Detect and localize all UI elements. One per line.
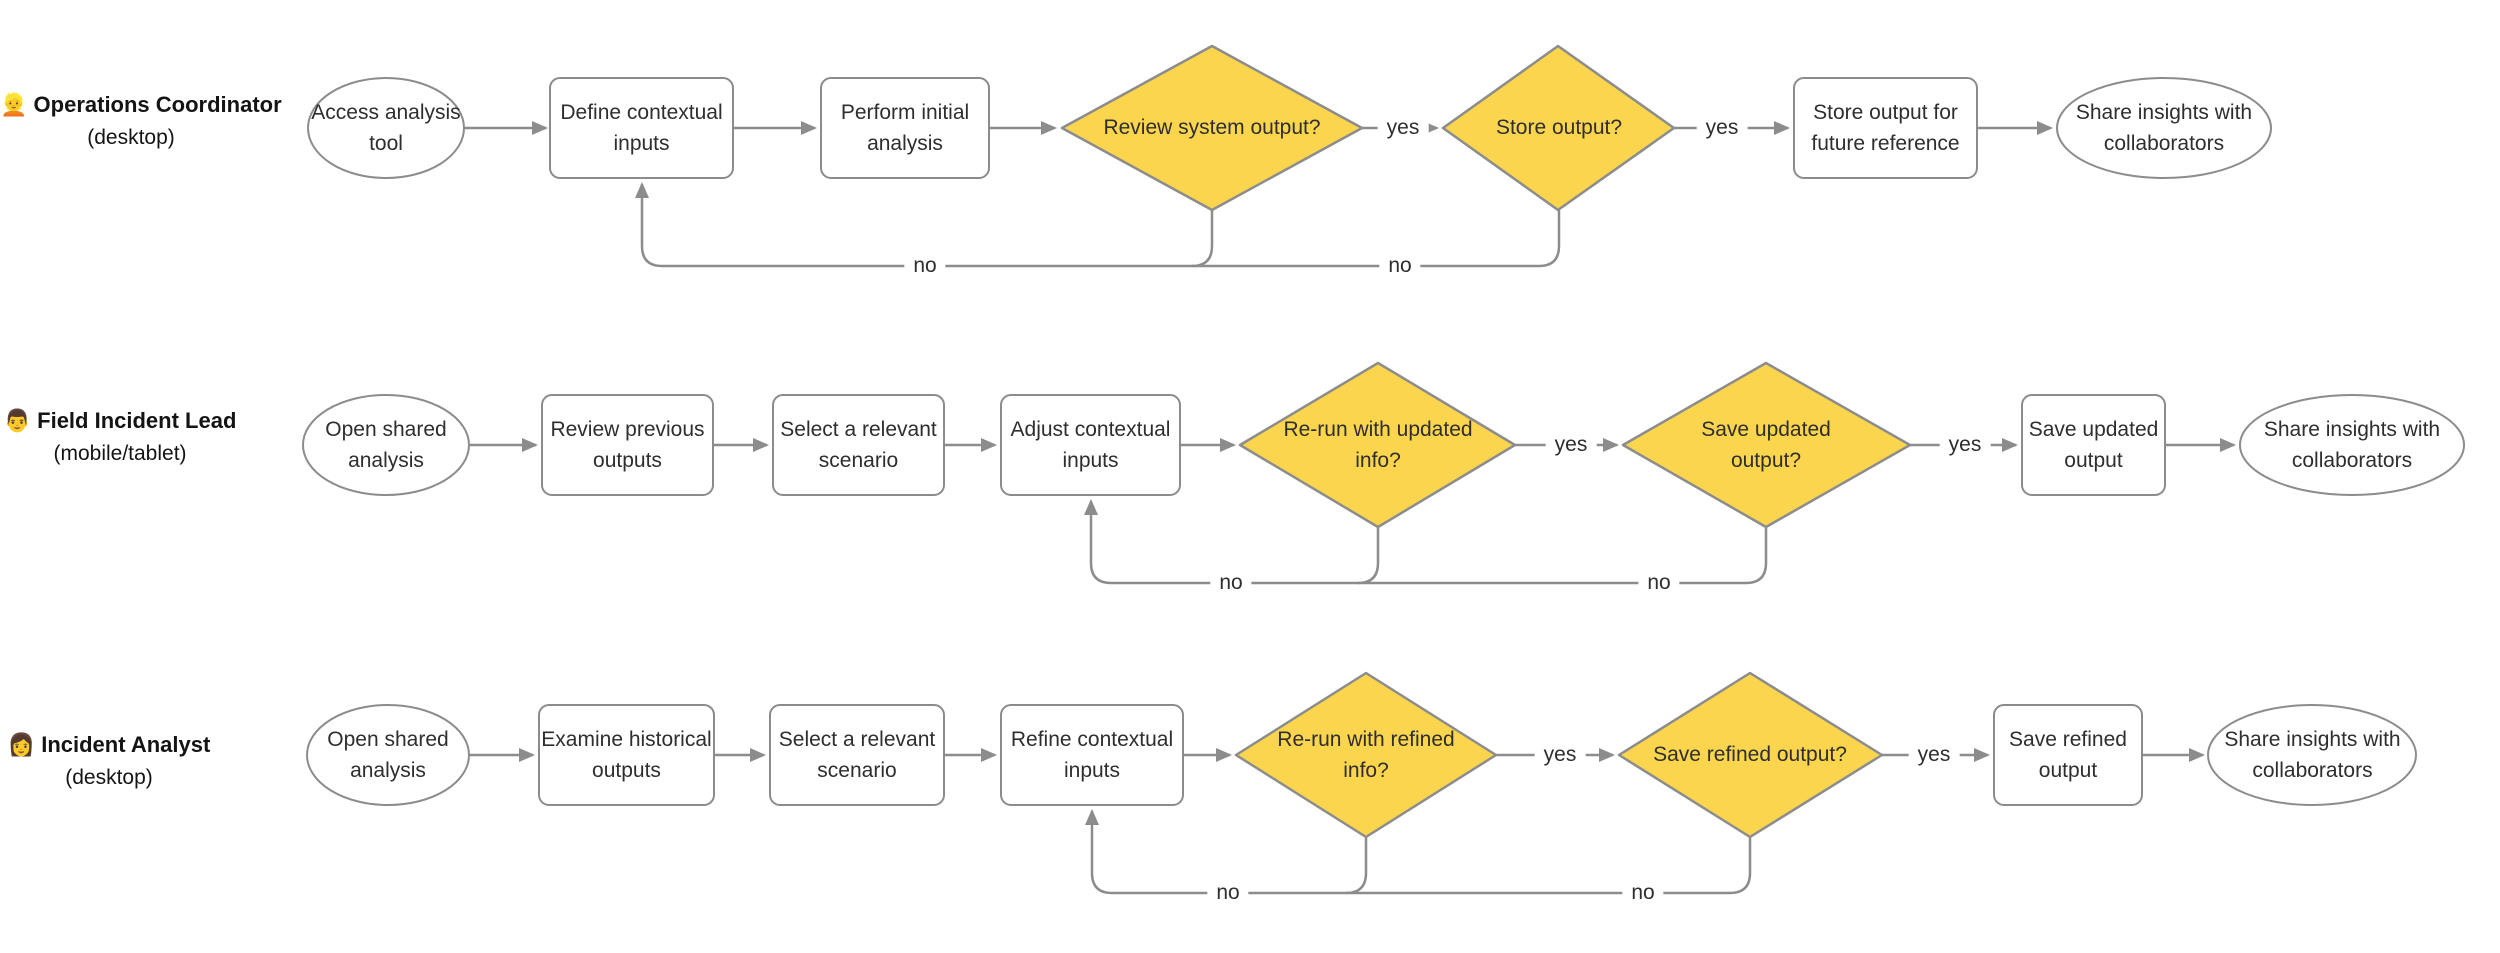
- lane1-review-output-label: Review system output?: [1103, 116, 1321, 140]
- lane1-start-label: Access analysis tool: [311, 100, 461, 156]
- lane3-no1-label: no: [1207, 880, 1249, 906]
- lane2-adjust-inputs-rect: [1000, 394, 1181, 496]
- lane1-yes1-label: yes: [1377, 115, 1429, 141]
- lane3-select-scenario-label: Select a relevant scenario: [778, 727, 936, 783]
- lane3-examine-outputs-rect: [538, 704, 715, 806]
- lane2-save-rect: [2021, 394, 2166, 496]
- lane1-define-inputs-rect: [549, 77, 734, 179]
- lane3-examine-outputs-label: Examine historical outputs: [541, 727, 712, 783]
- lane1-review-output-diamond: [1060, 44, 1364, 212]
- lane1-actor-emoji: 👱: [0, 92, 28, 117]
- lane3-actor-emoji: 👩: [7, 732, 36, 757]
- lane3-actor: 👩 Incident Analyst (desktop): [0, 728, 218, 795]
- lane2-actor-name-text: Field Incident Lead: [37, 408, 237, 433]
- lane2-save-q-label: Save updated output?: [1701, 417, 1831, 473]
- edge-no-loop: [1085, 809, 1752, 895]
- lane1-share-ellipse: [2056, 77, 2272, 179]
- lane1-shapes: [307, 44, 2272, 212]
- lane1-share-label: Share insights with collaborators: [2075, 100, 2253, 156]
- lane2-select-scenario-rect: [772, 394, 945, 496]
- lane3-actor-name-text: Incident Analyst: [41, 732, 211, 757]
- lane3-refine-inputs-rect: [1000, 704, 1184, 806]
- lane1-initial-analysis-rect: [820, 77, 990, 179]
- lane2-start-ellipse: [302, 394, 470, 496]
- edge-no-loop: [1084, 499, 1768, 585]
- lane3-refine-inputs-label: Refine contextual inputs: [1010, 727, 1174, 783]
- lane2-shapes: [302, 361, 2465, 529]
- lane2-no2-label: no: [1638, 570, 1680, 596]
- lane1-store-output-diamond: [1441, 44, 1676, 212]
- lane1-actor-name: 👱 Operations Coordinator: [0, 88, 282, 122]
- lane2-actor: 👨 Field Incident Lead (mobile/tablet): [0, 404, 240, 471]
- lane1-no1-label: no: [904, 253, 946, 279]
- lane3-start-ellipse: [306, 704, 470, 806]
- lane2-rerun-label: Re-run with updated info?: [1283, 417, 1473, 473]
- edge-no-branch: [1345, 837, 1368, 895]
- lane3-yes1-label: yes: [1534, 742, 1586, 768]
- lane2-save-q-diamond: [1621, 361, 1912, 529]
- edge-no-branch: [1191, 210, 1214, 268]
- lane1-store-future-label: Store output for future reference: [1811, 100, 1960, 156]
- lane3-rerun-label: Re-run with refined info?: [1277, 727, 1455, 783]
- lane2-save-label: Save updated output: [2028, 417, 2159, 473]
- lane2-actor-device: (mobile/tablet): [53, 442, 187, 466]
- lane1-store-future-rect: [1793, 77, 1978, 179]
- lane3-save-label: Save refined output: [2009, 727, 2127, 783]
- lane2-share-ellipse: [2239, 394, 2465, 496]
- lane1-actor-name-text: Operations Coordinator: [33, 92, 282, 117]
- lane3-share-label: Share insights with collaborators: [2224, 727, 2401, 783]
- lane3-start-label: Open shared analysis: [327, 727, 449, 783]
- lane2-adjust-inputs-label: Adjust contextual inputs: [1010, 417, 1171, 473]
- lane1-actor: 👱 Operations Coordinator (desktop): [0, 88, 282, 155]
- lane2-review-outputs-label: Review previous outputs: [550, 417, 705, 473]
- lane1-store-output-q-label: Store output?: [1495, 116, 1623, 140]
- lane2-no1-label: no: [1210, 570, 1252, 596]
- lane3-select-scenario-rect: [769, 704, 945, 806]
- lane2-actor-name: 👨 Field Incident Lead: [0, 404, 240, 438]
- lane1-yes2-label: yes: [1696, 115, 1748, 141]
- lane3-save-rect: [1993, 704, 2143, 806]
- lane3-rerun-diamond: [1234, 671, 1498, 839]
- lane2-yes1-label: yes: [1545, 432, 1597, 458]
- lane1-no2-label: no: [1379, 253, 1421, 279]
- lane3-yes2-label: yes: [1908, 742, 1960, 768]
- lane2-actor-emoji: 👨: [3, 408, 32, 433]
- lane2-select-scenario-label: Select a relevant scenario: [780, 417, 937, 473]
- lane3-share-ellipse: [2207, 704, 2417, 806]
- lane1-initial-analysis-label: Perform initial analysis: [840, 100, 970, 156]
- lane3-shapes: [306, 671, 2417, 839]
- lane2-review-outputs-rect: [541, 394, 714, 496]
- lane2-share-label: Share insights with collaborators: [2263, 417, 2441, 473]
- lane3-actor-name: 👩 Incident Analyst: [0, 728, 218, 762]
- lane2-start-label: Open shared analysis: [325, 417, 447, 473]
- lane2-yes2-label: yes: [1939, 432, 1991, 458]
- lane3-save-q-diamond: [1617, 671, 1884, 839]
- lane3-no2-label: no: [1622, 880, 1664, 906]
- edge-no-branch: [1357, 527, 1380, 585]
- lane3-actor-device: (desktop): [65, 766, 153, 790]
- lane1-start-ellipse: [307, 77, 465, 179]
- lane1-actor-device: (desktop): [87, 126, 175, 150]
- lane1-define-inputs-label: Define contextual inputs: [560, 100, 723, 156]
- edge-no-loop: [635, 182, 1561, 268]
- lane2-rerun-diamond: [1238, 361, 1517, 529]
- lane3-save-q-label: Save refined output?: [1653, 743, 1847, 767]
